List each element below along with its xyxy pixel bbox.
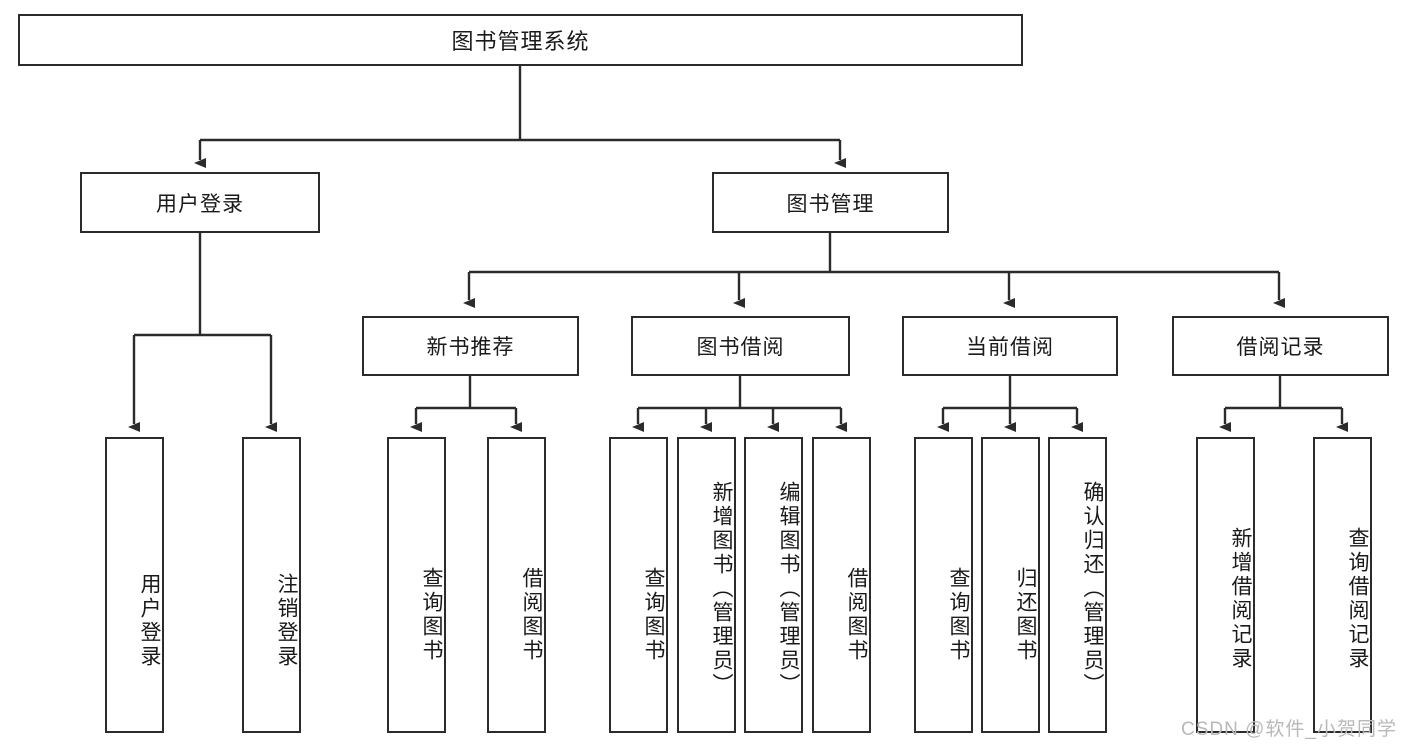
leaf-return-book[interactable]: 归还图书 (981, 437, 1040, 733)
node-label: 图书借阅 (696, 336, 785, 359)
leaf-query-book-3[interactable]: 查询图书 (914, 437, 973, 733)
node-label: 用户登录 (138, 573, 161, 669)
node-label: 查询图书 (420, 567, 443, 663)
node-book-borrow[interactable]: 图书借阅 (631, 316, 850, 376)
node-label: 新增借阅记录 (1229, 527, 1252, 671)
node-new-book-recommend[interactable]: 新书推荐 (362, 316, 579, 376)
node-label: 编辑图书（管理员） (777, 481, 800, 697)
node-root-system[interactable]: 图书管理系统 (18, 14, 1023, 66)
leaf-borrow-book-1[interactable]: 借阅图书 (487, 437, 546, 733)
node-label: 查询借阅记录 (1346, 527, 1369, 671)
node-label: 借阅记录 (1236, 336, 1325, 359)
node-label: 查询图书 (642, 567, 665, 663)
leaf-query-book-1[interactable]: 查询图书 (387, 437, 446, 733)
leaf-user-login[interactable]: 用户登录 (105, 437, 164, 733)
node-label: 当前借阅 (966, 336, 1054, 359)
node-book-management[interactable]: 图书管理 (712, 172, 949, 233)
node-label: 用户登录 (156, 192, 244, 216)
leaf-add-borrow-record[interactable]: 新增借阅记录 (1196, 437, 1255, 733)
leaf-borrow-book-2[interactable]: 借阅图书 (812, 437, 871, 733)
node-label: 借阅图书 (845, 567, 868, 663)
leaf-query-book-2[interactable]: 查询图书 (609, 437, 668, 733)
node-label: 归还图书 (1014, 567, 1037, 663)
node-user-login[interactable]: 用户登录 (80, 172, 320, 233)
leaf-query-borrow-record[interactable]: 查询借阅记录 (1313, 437, 1372, 733)
leaf-logout-login[interactable]: 注销登录 (242, 437, 301, 733)
node-borrow-record[interactable]: 借阅记录 (1172, 316, 1389, 376)
watermark: CSDN @软件_小贺同学 (1181, 719, 1397, 740)
node-label: 确认归还（管理员） (1081, 481, 1104, 697)
node-label: 新书推荐 (426, 336, 515, 359)
node-label: 注销登录 (275, 573, 298, 669)
node-label: 新增图书（管理员） (710, 481, 733, 697)
node-label: 图书管理 (786, 192, 875, 216)
leaf-add-book[interactable]: 新增图书（管理员） (677, 437, 736, 733)
leaf-edit-book[interactable]: 编辑图书（管理员） (744, 437, 803, 733)
node-label: 借阅图书 (520, 567, 543, 663)
node-current-borrow[interactable]: 当前借阅 (902, 316, 1118, 376)
node-label: 查询图书 (947, 567, 970, 663)
leaf-confirm-return[interactable]: 确认归还（管理员） (1048, 437, 1107, 733)
node-label: 图书管理系统 (451, 29, 590, 54)
